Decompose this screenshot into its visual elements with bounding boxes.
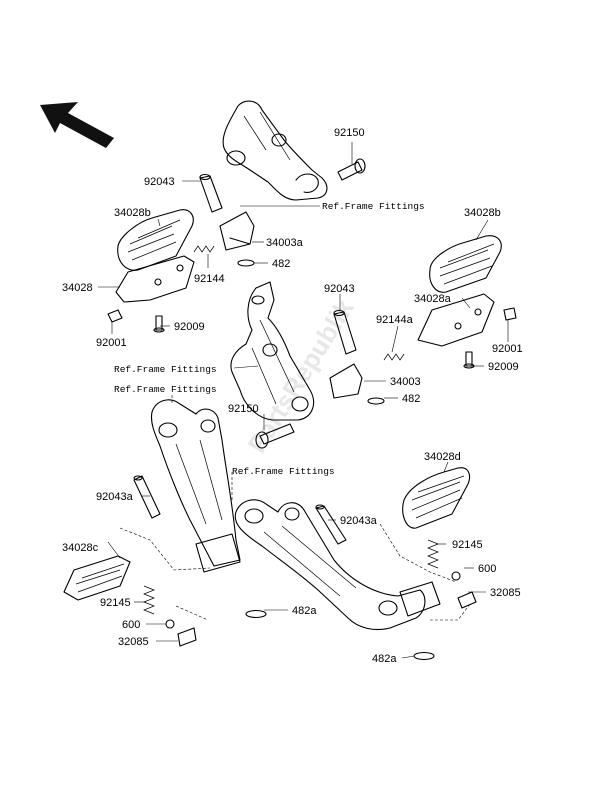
washer-482-mid <box>367 397 385 405</box>
arrow-up-left-icon <box>40 102 114 148</box>
label-92001-left: 92001 <box>96 337 127 349</box>
nut-92001-left <box>107 309 123 323</box>
spring-92145-left <box>143 585 155 615</box>
label-92043a-left: 92043a <box>96 491 134 503</box>
label-482-top: 482 <box>272 258 290 270</box>
front-right-bracket <box>234 499 441 631</box>
label-92150-top: 92150 <box>334 127 365 139</box>
label-34003: 34003 <box>390 376 421 388</box>
holder-34003 <box>329 363 363 399</box>
bolt-92009-left <box>153 315 165 333</box>
label-ref-frame-left: Ref.Frame Fittings <box>114 384 217 395</box>
label-34028b-right: 34028b <box>464 207 501 219</box>
detent-32085-right <box>457 591 477 609</box>
label-482-mid: 482 <box>402 393 420 405</box>
rear-right-bracket <box>222 100 328 201</box>
pivot-bolt-92150-top <box>337 158 366 181</box>
watermark: PartsRepublik <box>242 294 360 459</box>
label-92009-right: 92009 <box>488 361 519 373</box>
spring-92144a <box>383 353 405 361</box>
front-left-bracket <box>150 399 241 573</box>
label-482a-bottom: 482a <box>372 653 397 665</box>
label-92009-left: 92009 <box>174 321 205 333</box>
leader-lines <box>98 142 509 659</box>
footpeg-34028b-right <box>429 235 502 293</box>
label-92150-mid: 92150 <box>228 403 259 415</box>
label-34028c: 34028c <box>62 542 99 554</box>
pivot-bolt-92150-mid <box>255 423 295 449</box>
label-ref-frame-top: Ref.Frame Fittings <box>322 201 425 212</box>
nut-92001-right <box>503 307 517 321</box>
footpeg-34028c <box>63 555 131 601</box>
washer-482a-mid <box>245 609 267 619</box>
label-ref-frame-mid: Ref.Frame Fittings <box>114 364 217 375</box>
label-92145-right: 92145 <box>452 539 483 551</box>
label-482a-mid: 482a <box>292 605 317 617</box>
label-92043-mid: 92043 <box>324 283 355 295</box>
label-ref-frame-bottom: Ref.Frame Fittings <box>232 466 335 477</box>
rear-left-bracket <box>230 281 315 421</box>
washer-482a-bottom <box>413 651 435 661</box>
label-92144a: 92144a <box>376 314 414 326</box>
label-600-right: 600 <box>478 563 496 575</box>
detent-32085-left <box>177 627 197 647</box>
label-34028: 34028 <box>62 282 93 294</box>
footpeg-34028b-left <box>117 209 194 271</box>
washer-482-top <box>237 259 255 267</box>
holder-34003a <box>219 211 255 251</box>
pin-92043-mid <box>333 309 357 355</box>
ball-600-left <box>165 619 175 629</box>
label-34028a: 34028a <box>414 293 452 305</box>
footpeg-bracket-34028 <box>115 255 195 303</box>
spring-92145-right <box>427 539 439 569</box>
label-92043-top: 92043 <box>144 176 175 188</box>
label-92001-right: 92001 <box>492 343 523 355</box>
pin-92043a-right <box>315 504 347 545</box>
pin-92043-top <box>199 173 223 213</box>
label-34028b-left: 34028b <box>114 207 151 219</box>
bolt-92009-right <box>463 351 475 369</box>
label-34028d: 34028d <box>424 451 461 463</box>
ball-600-right <box>451 571 461 581</box>
label-34003a: 34003a <box>266 237 304 249</box>
footpeg-bracket-34028a <box>417 293 495 347</box>
spring-92144 <box>193 245 215 253</box>
label-32085-left: 32085 <box>118 636 149 648</box>
footpeg-34028d <box>402 467 471 529</box>
label-92145-left: 92145 <box>100 597 131 609</box>
pin-92043a-left <box>133 475 161 519</box>
part-labels: 92150 92043 Ref.Frame Fittings 34028b 34… <box>62 127 523 665</box>
label-92144: 92144 <box>194 273 225 285</box>
label-32085-right: 32085 <box>490 587 521 599</box>
label-92043a-right: 92043a <box>340 515 378 527</box>
label-600-left: 600 <box>122 619 140 631</box>
